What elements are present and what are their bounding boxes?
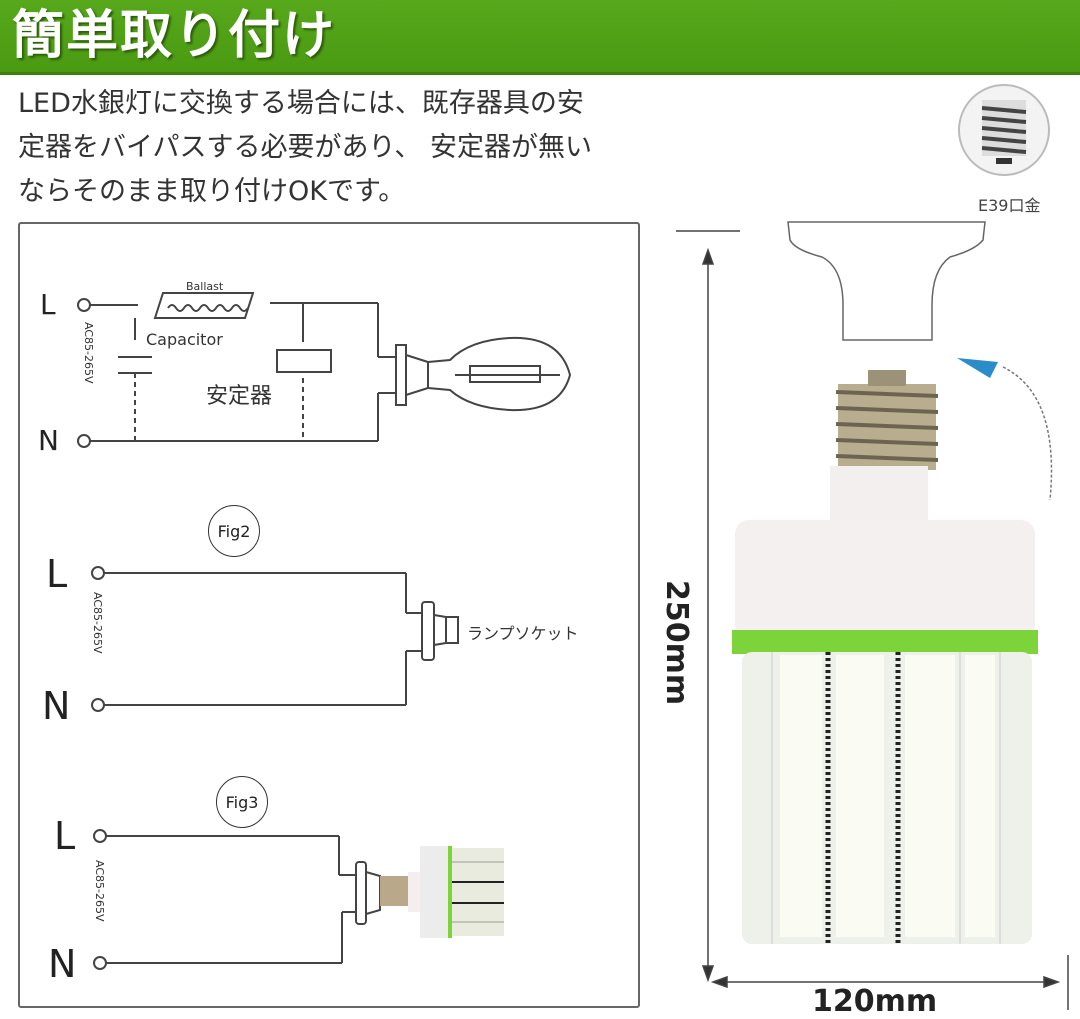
capacitor-label: Capacitor xyxy=(146,330,223,349)
fig2-terminal-n: N xyxy=(42,684,71,728)
intro-text: LED水銀灯に交換する場合には、既存器具の安 定器をバイパスする必要があり、 安… xyxy=(18,82,658,214)
fig3-terminal-l: L xyxy=(54,814,76,858)
height-dimension-label: 250mm xyxy=(659,580,694,706)
fig2-voltage-label: AC85-265V xyxy=(91,592,104,654)
intro-line: LED水銀灯に交換する場合には、既存器具の安 xyxy=(18,88,584,119)
mini-corn-lamp-icon xyxy=(380,846,504,938)
header-banner: 簡単取り付け xyxy=(0,0,1080,75)
fig1-terminal-n: N xyxy=(38,424,59,457)
lamp-holder-outline-icon xyxy=(787,221,986,341)
fig1-voltage-label: AC85-265V xyxy=(82,322,95,384)
stabilizer-label: 安定器 xyxy=(206,384,273,409)
e39-screw-base xyxy=(830,370,939,524)
socket-badge-label: E39口金 xyxy=(978,196,1041,215)
lamp-socket-label: ランプソケット xyxy=(467,624,579,643)
fig3-voltage-label: AC85-265V xyxy=(93,860,106,922)
ballast-label: Ballast xyxy=(186,280,224,293)
corn-lamp-body xyxy=(732,520,1038,944)
page-title: 簡単取り付け xyxy=(12,6,337,66)
intro-line: ならそのまま取り付けOKです。 xyxy=(18,176,406,207)
intro-line: 定器をバイパスする必要があり、 安定器が無い xyxy=(18,132,592,163)
fig3-terminal-n: N xyxy=(48,942,77,986)
fig3-badge: Fig3 xyxy=(216,776,268,828)
width-dimension-label: 120mm xyxy=(812,984,938,1019)
screw-base-icon xyxy=(958,84,1050,176)
fig2-terminal-l: L xyxy=(46,552,68,596)
wiring-diagrams-panel xyxy=(18,222,640,1008)
fig2-badge: Fig2 xyxy=(208,505,260,557)
fig1-terminal-l: L xyxy=(40,288,56,321)
